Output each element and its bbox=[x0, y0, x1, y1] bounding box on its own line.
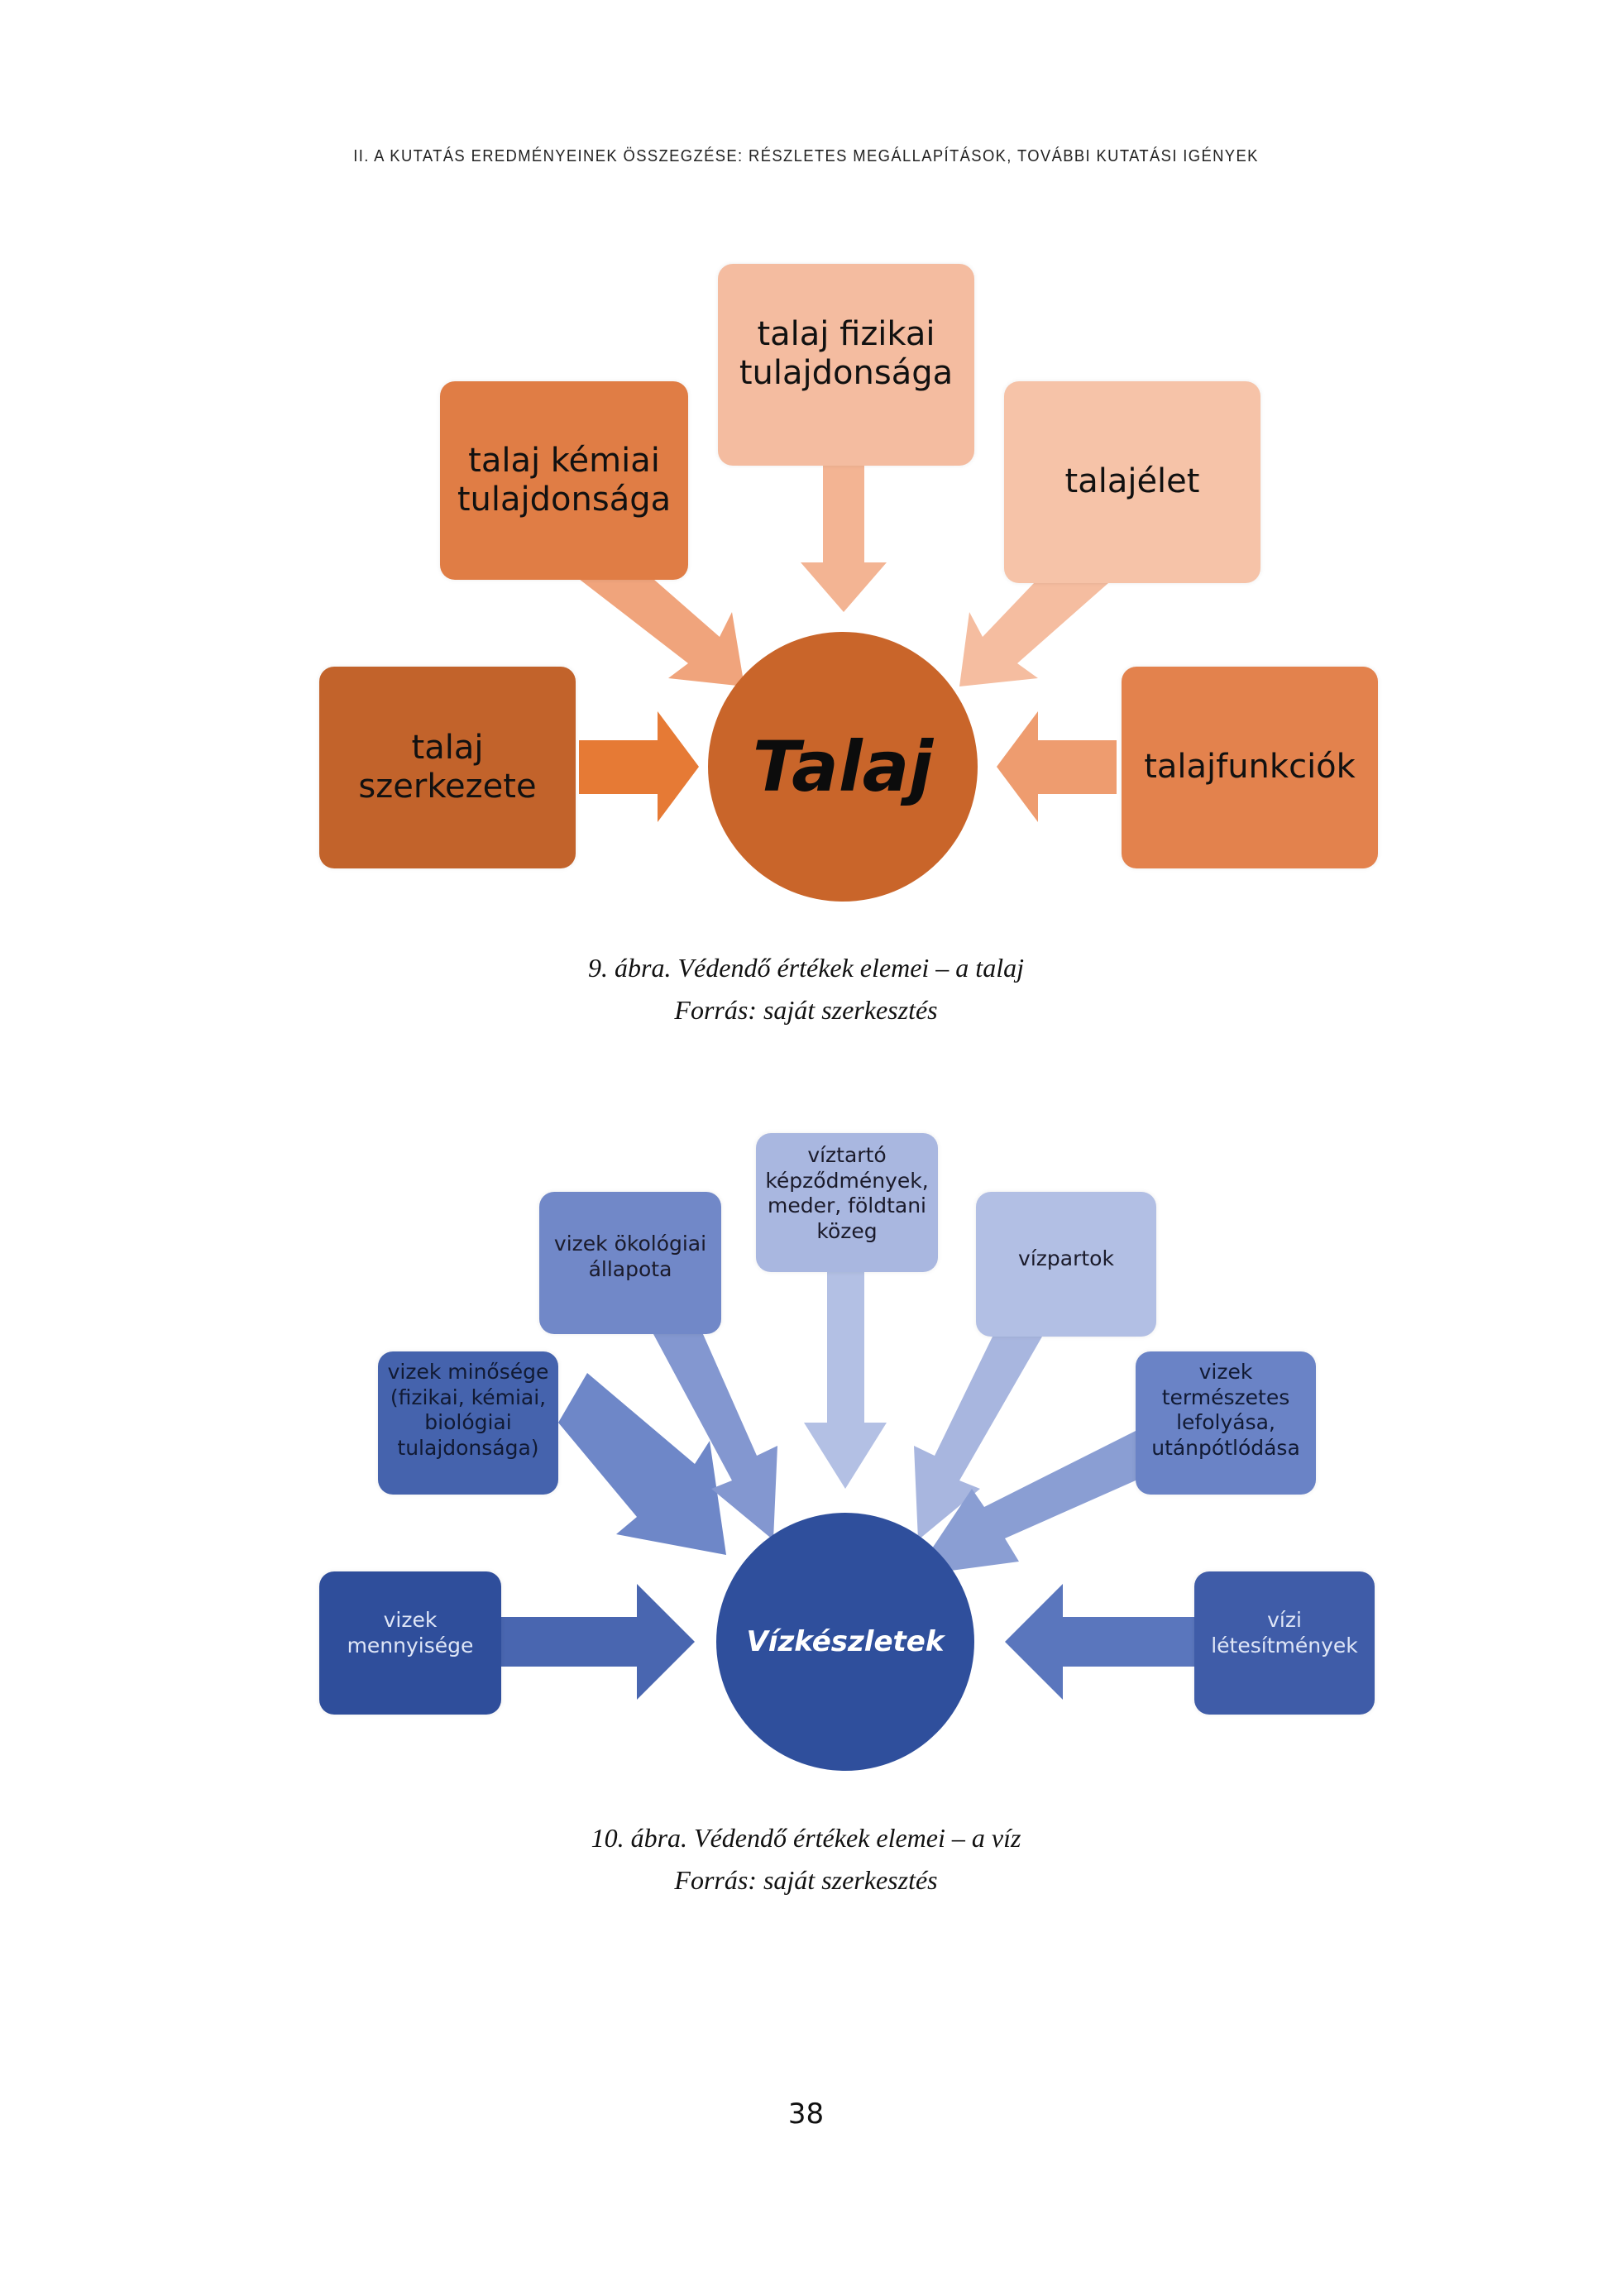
arrow-quantity-to-hub bbox=[501, 1584, 695, 1700]
running-header: II. A KUTATÁS EREDMÉNYEINEK ÖSSZEGZÉSE: … bbox=[353, 147, 1259, 165]
arrow-life-to-hub bbox=[959, 583, 1108, 686]
arrow-ecological-to-hub bbox=[653, 1334, 777, 1540]
page-number: 38 bbox=[787, 2097, 825, 2131]
arrow-structure-to-hub bbox=[579, 711, 699, 822]
figure-9-source: Forrás: saját szerkesztés bbox=[674, 995, 938, 1025]
node-life: talajélet bbox=[1004, 381, 1260, 583]
arrow-facilities-to-hub bbox=[1005, 1584, 1194, 1700]
figure-10-caption: 10. ábra. Védendő értékek elemei – a víz bbox=[591, 1823, 1021, 1853]
hub-talaj: Talaj bbox=[708, 632, 978, 902]
node-label: vízpartok bbox=[1018, 1246, 1114, 1270]
hub-vizkeszletek: Vízkészletek bbox=[716, 1513, 974, 1771]
arrow-physical-to-hub bbox=[801, 466, 887, 612]
hub-label: Talaj bbox=[752, 726, 934, 807]
node-label: talajélet bbox=[1064, 462, 1200, 501]
water-arrows bbox=[501, 1272, 1194, 1700]
arrow-chemical-to-hub bbox=[579, 579, 744, 686]
node-quality: vizek minősége(fizikai, kémiai,biológiai… bbox=[378, 1351, 558, 1495]
node-functions: talajfunkciók bbox=[1122, 667, 1378, 868]
arrow-quality-to-hub bbox=[558, 1373, 726, 1555]
figure-9-caption: 9. ábra. Védendő értékek elemei – a tala… bbox=[588, 953, 1024, 983]
figure-10-source: Forrás: saját szerkesztés bbox=[674, 1865, 938, 1895]
arrow-functions-to-hub bbox=[997, 711, 1117, 822]
soil-arrows bbox=[579, 466, 1117, 822]
hub-label: Vízkészletek bbox=[746, 1625, 945, 1658]
arrow-shores-to-hub bbox=[914, 1337, 1042, 1540]
node-label: talajfunkciók bbox=[1144, 748, 1356, 787]
arrow-aquifer-to-hub bbox=[804, 1272, 887, 1489]
arrow-runoff-to-hub bbox=[914, 1431, 1136, 1576]
node-label: vizek minősége(fizikai, kémiai,biológiai… bbox=[387, 1360, 549, 1460]
node-shores: vízpartok bbox=[976, 1192, 1156, 1337]
